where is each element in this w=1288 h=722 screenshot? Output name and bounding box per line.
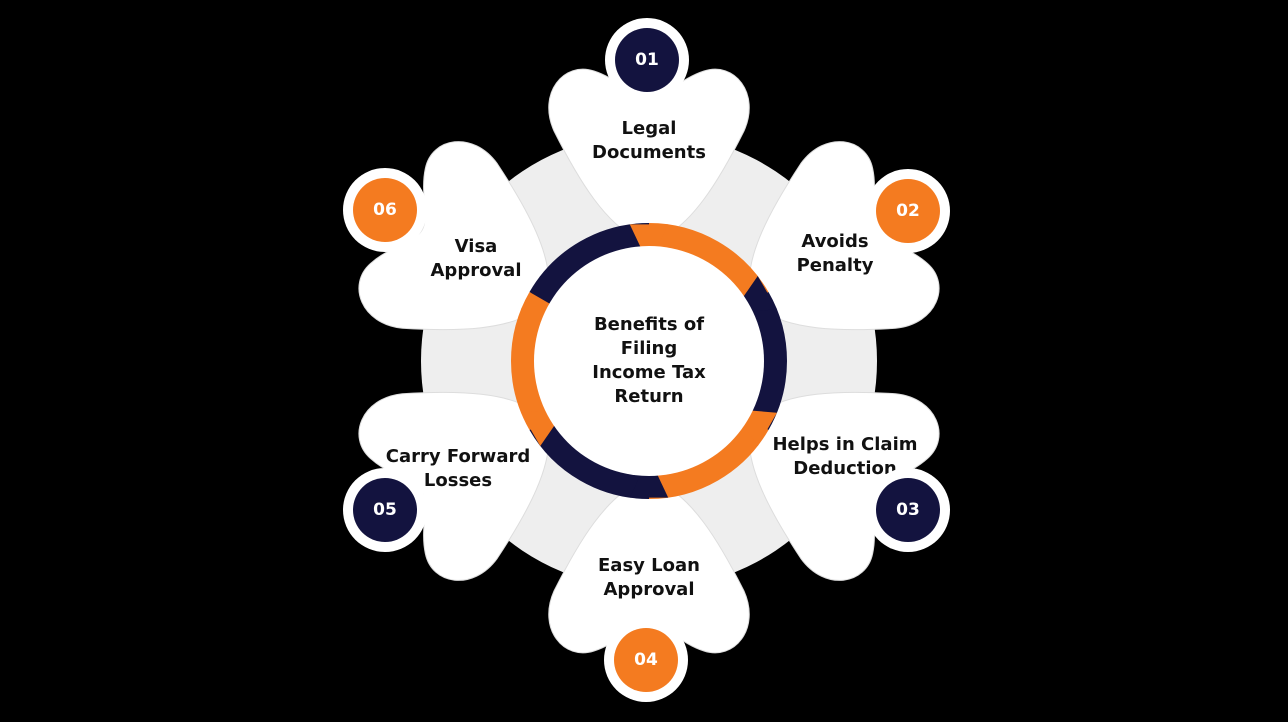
petal-4 <box>548 480 750 654</box>
benefit-number-5: 05 <box>373 500 397 520</box>
benefit-number-4: 04 <box>634 650 658 670</box>
center-disc <box>534 246 764 476</box>
petal-3 <box>748 391 940 581</box>
benefit-label-4: Easy Loan Approval <box>598 555 700 600</box>
ring-segment-5 <box>529 417 650 499</box>
center-title: Benefits of Filing Income Tax Return <box>592 314 706 407</box>
petal-5 <box>358 391 550 581</box>
benefit-label-6: Visa Approval <box>430 236 522 281</box>
ring-segment-4 <box>648 417 769 499</box>
petal-1 <box>548 68 750 242</box>
petals-group <box>358 68 940 654</box>
benefit-number-badge-3: 03 <box>876 478 940 542</box>
ring-segment-1 <box>529 223 650 305</box>
benefit-number-badge-1: 01 <box>615 28 679 92</box>
benefit-number-badge-5: 05 <box>353 478 417 542</box>
benefit-number-badge-2: 02 <box>876 179 940 243</box>
benefit-number-1: 01 <box>635 50 659 70</box>
ring-segment-3 <box>747 292 787 430</box>
benefit-number-6: 06 <box>373 200 397 220</box>
ring-segment-6 <box>511 292 551 430</box>
ring-segment-2 <box>648 223 769 305</box>
benefit-label-3: Helps in Claim Deduction <box>772 434 918 479</box>
benefit-number-badge-4: 04 <box>614 628 678 692</box>
benefit-label-2: Avoids Penalty <box>796 231 874 276</box>
benefit-number-2: 02 <box>896 201 920 221</box>
benefit-number-3: 03 <box>896 500 920 520</box>
petal-2 <box>748 141 940 331</box>
ring-notch-5 <box>629 457 669 498</box>
petal-6 <box>358 141 550 331</box>
benefit-label-1: Legal Documents <box>592 118 706 163</box>
ring-notch-2 <box>629 224 669 265</box>
benefit-label-5: Carry Forward Losses <box>385 446 531 491</box>
benefit-number-badge-6: 06 <box>353 178 417 242</box>
